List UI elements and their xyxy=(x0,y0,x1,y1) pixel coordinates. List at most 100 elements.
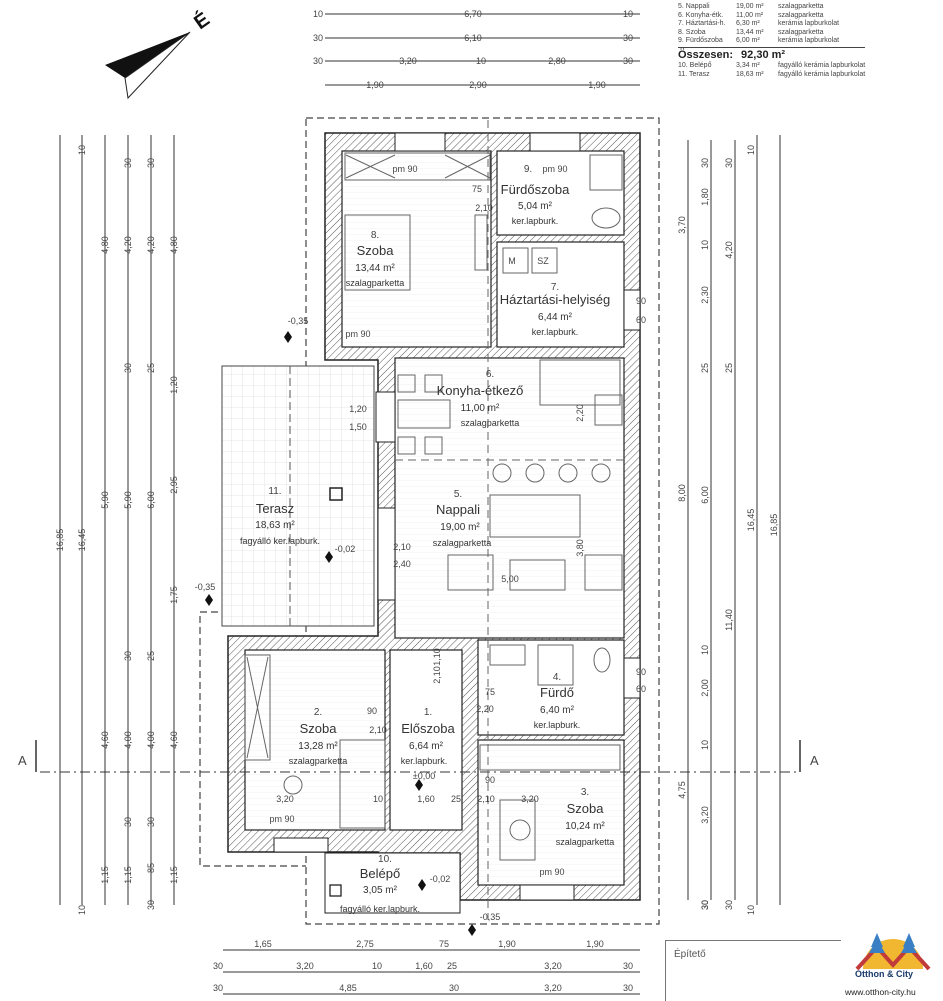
svg-text:30: 30 xyxy=(313,56,323,66)
svg-text:30: 30 xyxy=(623,33,633,43)
svg-text:4,60: 4,60 xyxy=(169,731,179,749)
svg-text:Fürdőszoba: Fürdőszoba xyxy=(501,182,570,197)
svg-text:16,45: 16,45 xyxy=(77,529,87,552)
room-4: 4. Fürdő 6,40 m² ker.lapburk. xyxy=(534,672,581,730)
svg-text:2,20: 2,20 xyxy=(575,404,585,422)
svg-text:3,20: 3,20 xyxy=(700,806,710,824)
svg-text:5,90: 5,90 xyxy=(123,491,133,509)
svg-text:fagyálló ker.lapburk.: fagyálló ker.lapburk. xyxy=(240,536,320,546)
left-dimension-labels: 16,85 10 16,45 10 4,80 5,90 4,60 1,15 30… xyxy=(55,145,179,915)
svg-text:pm 90: pm 90 xyxy=(269,814,294,824)
svg-text:-0,35: -0,35 xyxy=(288,316,309,326)
svg-text:3,20: 3,20 xyxy=(544,961,562,971)
svg-text:11,00 m²: 11,00 m² xyxy=(461,403,500,414)
svg-text:25: 25 xyxy=(451,794,461,804)
svg-text:10,24 m²: 10,24 m² xyxy=(565,821,605,832)
svg-text:90: 90 xyxy=(485,775,495,785)
svg-text:4,85: 4,85 xyxy=(339,983,357,993)
section-marker-left: A xyxy=(18,740,37,772)
svg-text:30: 30 xyxy=(123,363,133,373)
svg-text:10: 10 xyxy=(313,9,323,19)
svg-text:25: 25 xyxy=(146,363,156,373)
svg-text:11.: 11. xyxy=(268,486,281,497)
room-3: 3. Szoba 10,24 m² szalagparketta xyxy=(556,787,615,847)
svg-text:2,10: 2,10 xyxy=(393,542,411,552)
svg-text:85: 85 xyxy=(146,863,156,873)
svg-text:60: 60 xyxy=(636,684,646,694)
grid-lines xyxy=(395,120,624,920)
svg-text:3,70: 3,70 xyxy=(677,216,687,234)
logo-icon xyxy=(855,933,931,971)
svg-text:2.: 2. xyxy=(314,707,322,718)
svg-text:75: 75 xyxy=(485,687,495,697)
svg-text:5,90: 5,90 xyxy=(100,491,110,509)
svg-text:ker.lapburk.: ker.lapburk. xyxy=(534,720,581,730)
svg-text:60: 60 xyxy=(636,315,646,325)
svg-text:6,64 m²: 6,64 m² xyxy=(409,741,444,752)
inner-dimension-labels: pm 90 pm 90 pm 90 pm 90 pm 90 75 2,10 M … xyxy=(195,164,646,922)
svg-text:1,15: 1,15 xyxy=(123,866,133,884)
svg-text:2,40: 2,40 xyxy=(393,559,411,569)
svg-text:fagyálló ker.lapburk.: fagyálló ker.lapburk. xyxy=(340,904,420,914)
company-logo: Otthon & City www.otthon-city.hu xyxy=(843,925,943,1000)
title-block-label: Építető xyxy=(674,949,706,960)
svg-text:30: 30 xyxy=(700,158,710,168)
svg-text:4,20: 4,20 xyxy=(724,241,734,259)
svg-text:1,20: 1,20 xyxy=(349,404,367,414)
svg-text:2,20: 2,20 xyxy=(476,704,494,714)
svg-text:30: 30 xyxy=(623,961,633,971)
logo-brand: Otthon & City xyxy=(855,969,913,979)
svg-text:1,90: 1,90 xyxy=(588,80,606,90)
svg-text:pm 90: pm 90 xyxy=(539,867,564,877)
svg-text:90: 90 xyxy=(636,296,646,306)
furniture xyxy=(244,152,623,861)
column-icon xyxy=(329,487,343,501)
walls xyxy=(227,132,641,914)
svg-text:5,04 m²: 5,04 m² xyxy=(518,201,553,212)
svg-text:90: 90 xyxy=(367,706,377,716)
north-arrow-icon: É xyxy=(105,8,214,100)
svg-text:10: 10 xyxy=(372,961,382,971)
svg-text:Belépő: Belépő xyxy=(360,866,400,881)
svg-text:10: 10 xyxy=(700,740,710,750)
svg-text:16,85: 16,85 xyxy=(769,514,779,537)
svg-text:30: 30 xyxy=(146,817,156,827)
svg-text:30: 30 xyxy=(623,983,633,993)
svg-text:30: 30 xyxy=(313,33,323,43)
svg-text:30: 30 xyxy=(123,158,133,168)
svg-text:10: 10 xyxy=(700,645,710,655)
svg-text:1,90: 1,90 xyxy=(586,939,604,949)
svg-text:-0,35: -0,35 xyxy=(195,582,216,592)
svg-text:2,10: 2,10 xyxy=(432,666,442,684)
svg-text:szalagparketta: szalagparketta xyxy=(433,538,492,548)
svg-text:16,85: 16,85 xyxy=(55,529,65,552)
svg-text:4,80: 4,80 xyxy=(169,236,179,254)
svg-text:2,10: 2,10 xyxy=(477,794,495,804)
svg-text:6.: 6. xyxy=(486,369,494,380)
svg-text:1,20: 1,20 xyxy=(169,376,179,394)
svg-text:6,70: 6,70 xyxy=(464,9,482,19)
right-dimension-lines xyxy=(687,135,781,905)
svg-text:30: 30 xyxy=(700,900,710,910)
svg-text:2,30: 2,30 xyxy=(700,286,710,304)
svg-text:pm 90: pm 90 xyxy=(392,164,417,174)
svg-text:Fürdő: Fürdő xyxy=(540,685,574,700)
svg-text:4,20: 4,20 xyxy=(146,236,156,254)
svg-text:30: 30 xyxy=(123,651,133,661)
svg-text:1,15: 1,15 xyxy=(100,866,110,884)
svg-text:-0,02: -0,02 xyxy=(335,544,356,554)
svg-text:9.: 9. xyxy=(524,164,532,175)
svg-text:30: 30 xyxy=(123,817,133,827)
svg-text:1,60: 1,60 xyxy=(415,961,433,971)
svg-text:10: 10 xyxy=(77,145,87,155)
svg-text:±0,00: ±0,00 xyxy=(413,771,435,781)
svg-text:3,20: 3,20 xyxy=(276,794,294,804)
svg-text:4.: 4. xyxy=(553,672,561,683)
section-marker-right: A xyxy=(799,740,819,772)
svg-text:6,40 m²: 6,40 m² xyxy=(540,705,575,716)
